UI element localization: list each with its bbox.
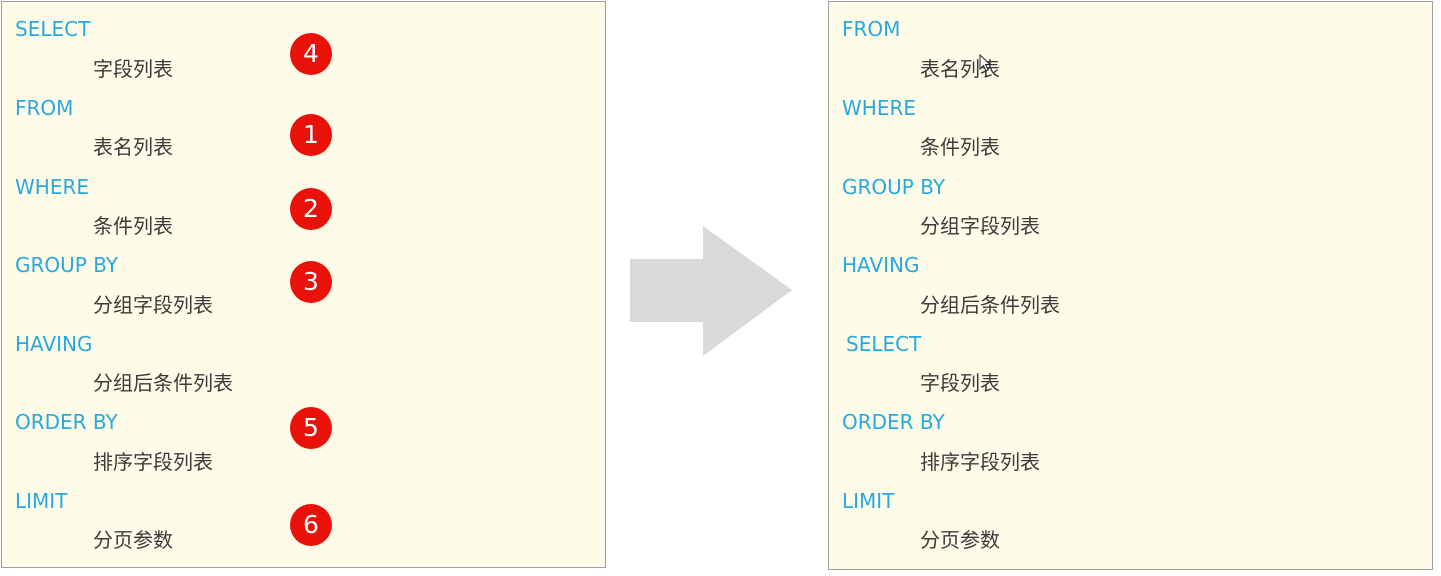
order-badge-group-by: 3 [290,261,332,303]
keyword-limit: LIMIT [842,489,895,513]
order-badge-limit: 6 [290,504,332,546]
value-order-fields: 排序字段列表 [920,450,1040,474]
value-where-conditions: 条件列表 [920,135,1000,159]
keyword-select: SELECT [15,17,91,41]
value-limit-params: 分页参数 [93,528,173,552]
keyword-having: HAVING [842,253,920,277]
keyword-group-by: GROUP BY [15,253,119,277]
keyword-having: HAVING [15,332,93,356]
keyword-where: WHERE [15,175,89,199]
keyword-select: SELECT [846,332,922,356]
keyword-group-by: GROUP BY [842,175,946,199]
keyword-limit: LIMIT [15,489,68,513]
order-badge-where: 2 [290,188,332,230]
keyword-order-by: ORDER BY [842,410,945,434]
execution-order-panel: FROM 表名列表 WHERE 条件列表 GROUP BY 分组字段列表 HAV… [828,1,1433,570]
keyword-from: FROM [15,96,74,120]
mouse-pointer-icon [979,54,991,72]
value-where-conditions: 条件列表 [93,214,173,238]
keyword-where: WHERE [842,96,916,120]
value-having-conditions: 分组后条件列表 [920,293,1060,317]
order-badge-select: 4 [290,33,332,75]
written-order-panel: SELECT 字段列表 4 FROM 表名列表 1 WHERE 条件列表 2 G… [1,1,606,568]
value-having-conditions: 分组后条件列表 [93,371,233,395]
value-select-fields: 字段列表 [93,57,173,81]
keyword-order-by: ORDER BY [15,410,118,434]
value-group-fields: 分组字段列表 [920,214,1040,238]
order-badge-from: 1 [290,114,332,156]
value-group-fields: 分组字段列表 [93,293,213,317]
value-select-fields: 字段列表 [920,371,1000,395]
right-arrow-icon [630,226,792,356]
keyword-from: FROM [842,17,901,41]
order-badge-order-by: 5 [290,407,332,449]
value-order-fields: 排序字段列表 [93,450,213,474]
value-limit-params: 分页参数 [920,528,1000,552]
value-from-tables: 表名列表 [93,135,173,159]
